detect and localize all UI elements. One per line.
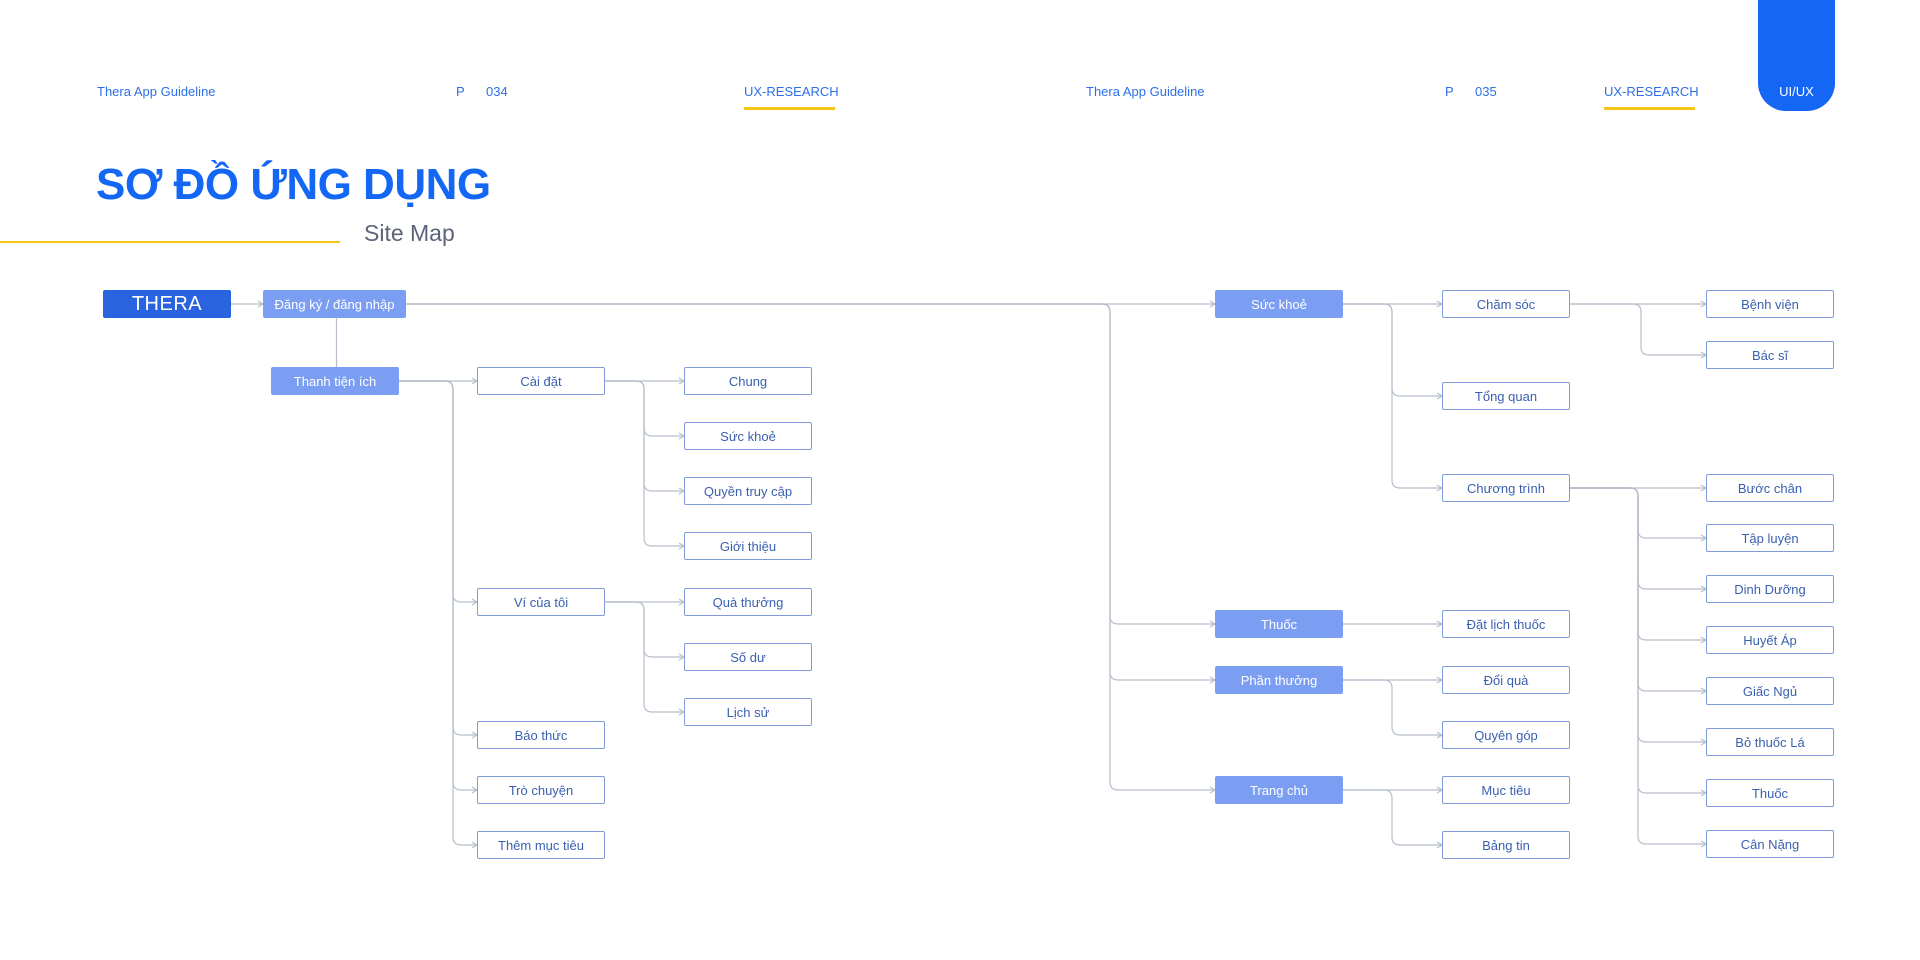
sitemap-node-trochuyen: Trò chuyện [477,776,605,804]
section-underline-right [1604,107,1695,110]
sitemap-node-trangchu: Trang chủ [1215,776,1343,804]
section-label-right: UX-RESEARCH [1604,84,1699,99]
page-prefix-left: P [456,84,465,99]
sitemap-node-benhvien: Bệnh viện [1706,290,1834,318]
sitemap-node-bangtin: Bảng tin [1442,831,1570,859]
connector-vicuatoi-lichsu [605,601,684,713]
section-label-left: UX-RESEARCH [744,84,839,99]
sitemap-node-quathuong: Quà thưởng [684,588,812,616]
sitemap-node-quyentruycap: Quyền truy cập [684,477,812,505]
sitemap-node-huyetap: Huyết Áp [1706,626,1834,654]
connector-trangchu-bangtin [1343,789,1442,846]
sitemap-node-bothuocla: Bỏ thuốc Lá [1706,728,1834,756]
sitemap-node-quyengop: Quyên góp [1442,721,1570,749]
sitemap-node-giacngu: Giấc Ngủ [1706,677,1834,705]
connector-chuongtrinh-cannang [1570,487,1706,845]
sitemap-node-suckhoe: Sức khoẻ [1215,290,1343,318]
connector-thanhtienich-vicuatoi [399,380,477,603]
sitemap-node-cannang: Cân Nặng [1706,830,1834,858]
sitemap-node-chuongtrinh: Chương trình [1442,474,1570,502]
page-number-left: 034 [486,84,508,99]
guideline-title-left: Thera App Guideline [97,84,216,99]
sitemap-node-sodu: Số dư [684,643,812,671]
page-title: SƠ ĐỒ ỨNG DỤNG [96,160,491,209]
connector-suckhoe-chuongtrinh [1343,303,1442,489]
sitemap-node-doiqua: Đổi quà [1442,666,1570,694]
sitemap-node-baothuc: Báo thức [477,721,605,749]
guideline-title-right: Thera App Guideline [1086,84,1205,99]
sitemap-node-suckhoe_setting: Sức khoẻ [684,422,812,450]
sitemap-node-chamsoc: Chăm sóc [1442,290,1570,318]
sitemap-node-thera: THERA [103,290,231,318]
sitemap-node-chung: Chung [684,367,812,395]
uiux-tab[interactable]: UI/UX [1758,0,1835,111]
connector-caidat-gioithieu [605,380,684,547]
sitemap-node-buocchan: Bước chân [1706,474,1834,502]
section-underline-left [744,107,835,110]
sitemap-node-caidat: Cài đặt [477,367,605,395]
sitemap-node-phanthuong: Phần thưởng [1215,666,1343,694]
connector-dangky-thuoc [406,303,1215,625]
connector-chamsoc-bacsi [1570,303,1706,356]
sitemap-node-vicuatoi: Ví của tôi [477,588,605,616]
sitemap-node-tapluyen: Tập luyện [1706,524,1834,552]
uiux-tab-label: UI/UX [1779,84,1814,99]
sitemap-node-themmuctieu: Thêm mục tiêu [477,831,605,859]
sitemap-node-muctieu: Mục tiêu [1442,776,1570,804]
connector-phanthuong-quyengop [1343,679,1442,736]
sitemap-node-thuoc_program: Thuốc [1706,779,1834,807]
sitemap-node-tongquan: Tổng quan [1442,382,1570,410]
connector-dangky-trangchu [406,303,1215,791]
connector-thanhtienich-themmuctieu [399,380,477,846]
sitemap-node-bacsi: Bác sĩ [1706,341,1834,369]
connector-thanhtienich-baothuc [399,380,477,736]
sitemap-node-thuoc: Thuốc [1215,610,1343,638]
sitemap-node-dinhduong: Dinh Dưỡng [1706,575,1834,603]
page-subtitle: Site Map [364,220,455,246]
page-number-right: 035 [1475,84,1497,99]
sitemap-node-thanhtienich: Thanh tiện ích [271,367,399,395]
title-accent-line [0,241,340,243]
connector-thanhtienich-trochuyen [399,380,477,791]
sitemap-node-lichsu: Lịch sử [684,698,812,726]
sitemap-node-dangky: Đăng ký / đăng nhập [263,290,406,318]
sitemap-node-gioithieu: Giới thiệu [684,532,812,560]
page-prefix-right: P [1445,84,1454,99]
sitemap-node-datlichthuoc: Đặt lịch thuốc [1442,610,1570,638]
